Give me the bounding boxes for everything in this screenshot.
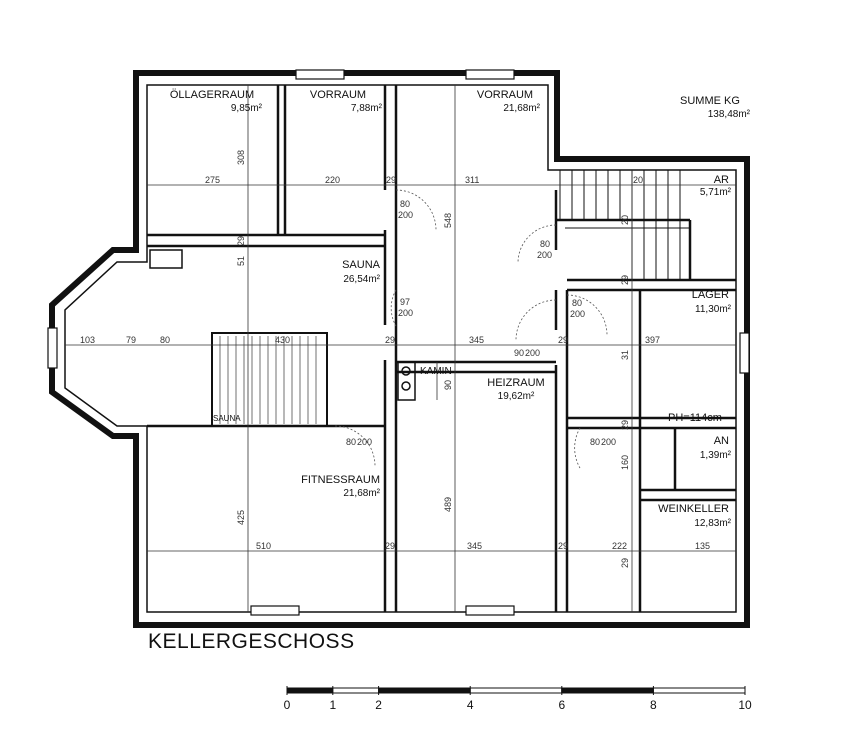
room-name: AN <box>714 435 729 447</box>
scale-segment <box>652 687 746 694</box>
scale-tick-label: 2 <box>375 698 382 712</box>
room-area: 9,85m² <box>231 103 263 114</box>
dimension-label: 345 <box>469 335 484 345</box>
room-area: 1,39m² <box>700 450 732 461</box>
dimension-label: 345 <box>467 541 482 551</box>
room-area: 11,30m² <box>695 304 732 315</box>
door-height: 200 <box>525 348 540 358</box>
outer-walls <box>49 70 750 628</box>
dimension-label: 311 <box>465 175 479 185</box>
room-area: 5,71m² <box>700 187 732 198</box>
windows <box>47 69 750 616</box>
dimension-label: 103 <box>80 335 95 345</box>
dimension-label: 308 <box>236 150 246 165</box>
scale-bar: 0 1 2 4 6 8 10 <box>284 686 752 712</box>
scale-tick-label: 0 <box>284 698 291 712</box>
room-area: 21,68m² <box>503 103 540 114</box>
dimension-label: 90 <box>443 380 453 390</box>
room-name: HEIZRAUM <box>487 377 544 389</box>
room-name: AR <box>714 174 729 186</box>
interior-walls <box>147 85 736 612</box>
dimension-label: 29 <box>385 541 395 551</box>
scale-tick-label: 4 <box>467 698 474 712</box>
dimension-label: 275 <box>205 175 220 185</box>
plan-title: KELLERGESCHOSS <box>148 630 355 653</box>
dimension-labels: 275 220 29 311 20 103 79 80 430 29 345 2… <box>80 150 710 568</box>
dimension-label: 29 <box>386 175 396 185</box>
room-area: 12,83m² <box>694 518 731 529</box>
scale-tick-label: 6 <box>558 698 565 712</box>
dimension-label: 548 <box>443 213 453 228</box>
dimension-label: 29 <box>620 558 630 568</box>
dimension-label: 29 <box>620 275 630 285</box>
door-width: 80 <box>400 199 410 209</box>
sauna-cabin <box>149 249 328 427</box>
dimension-label: 397 <box>645 335 660 345</box>
door-height: 200 <box>537 250 552 260</box>
scale-tick-label: 10 <box>738 698 752 712</box>
room-name: FITNESSRAUM <box>301 474 380 486</box>
door-width: 80 <box>590 437 600 447</box>
door-labels: 80 200 80 200 97 200 80 200 90 200 80 20… <box>346 199 616 447</box>
scale-segment <box>286 687 334 694</box>
room-area: 7,88m² <box>351 103 383 114</box>
dimension-label: 430 <box>275 335 290 345</box>
kamin-label: KAMIN <box>420 366 452 377</box>
door-height: 200 <box>601 437 616 447</box>
scale-tick-label: 8 <box>650 698 657 712</box>
door-width: 80 <box>572 298 582 308</box>
room-name: WEINKELLER <box>658 503 729 515</box>
dimension-label: 489 <box>443 497 453 512</box>
door-height: 200 <box>398 308 413 318</box>
dimension-label: 135 <box>695 541 710 551</box>
dimension-label: 20 <box>620 215 630 225</box>
dimension-label: 29 <box>558 541 568 551</box>
room-name: VORRAUM <box>310 89 366 101</box>
room-name: ÖLLAGERRAUM <box>170 89 254 101</box>
door-swings <box>334 189 608 469</box>
dimension-label: 20 <box>633 175 643 185</box>
dimension-label: 29 <box>236 236 246 246</box>
staircase <box>559 170 690 280</box>
room-area: 19,62m² <box>498 391 535 402</box>
room-name: LAGER <box>692 289 729 301</box>
door-height: 200 <box>357 437 372 447</box>
room-area: 26,54m² <box>343 274 380 285</box>
dimension-label: 29 <box>385 335 395 345</box>
scale-segment <box>469 687 563 694</box>
room-height-label: PH=114cm <box>668 412 722 424</box>
sauna-cabin-label: SAUNA <box>213 414 241 423</box>
scale-tick-label: 1 <box>329 698 336 712</box>
door-width: 80 <box>346 437 356 447</box>
door-height: 200 <box>570 309 585 319</box>
door-width: 90 <box>514 348 524 358</box>
dimension-label: 510 <box>256 541 271 551</box>
scale-segment <box>378 687 471 694</box>
dimension-label: 79 <box>126 335 136 345</box>
door-width: 80 <box>540 239 550 249</box>
dimension-lines <box>65 85 736 612</box>
dimension-label: 220 <box>325 175 340 185</box>
room-name: VORRAUM <box>477 89 533 101</box>
summary-value: 138,48m² <box>708 109 751 120</box>
dimension-label: 160 <box>620 455 630 470</box>
dimension-label: 51 <box>236 256 246 266</box>
dimension-label: 29 <box>620 420 630 430</box>
door-height: 200 <box>398 210 413 220</box>
dimension-label: 425 <box>236 510 246 525</box>
scale-segment <box>561 687 654 694</box>
scale-segment <box>332 687 380 694</box>
dimension-label: 80 <box>160 335 170 345</box>
summary-label: SUMME KG <box>680 95 740 107</box>
room-area: 21,68m² <box>343 488 380 499</box>
dimension-label: 29 <box>558 335 568 345</box>
room-labels: ÖLLAGERRAUM 9,85m² VORRAUM 7,88m² VORRAU… <box>170 89 751 529</box>
dimension-label: 222 <box>612 541 627 551</box>
door-width: 97 <box>400 297 410 307</box>
dimension-label: 31 <box>620 350 630 360</box>
room-name: SAUNA <box>342 259 381 271</box>
